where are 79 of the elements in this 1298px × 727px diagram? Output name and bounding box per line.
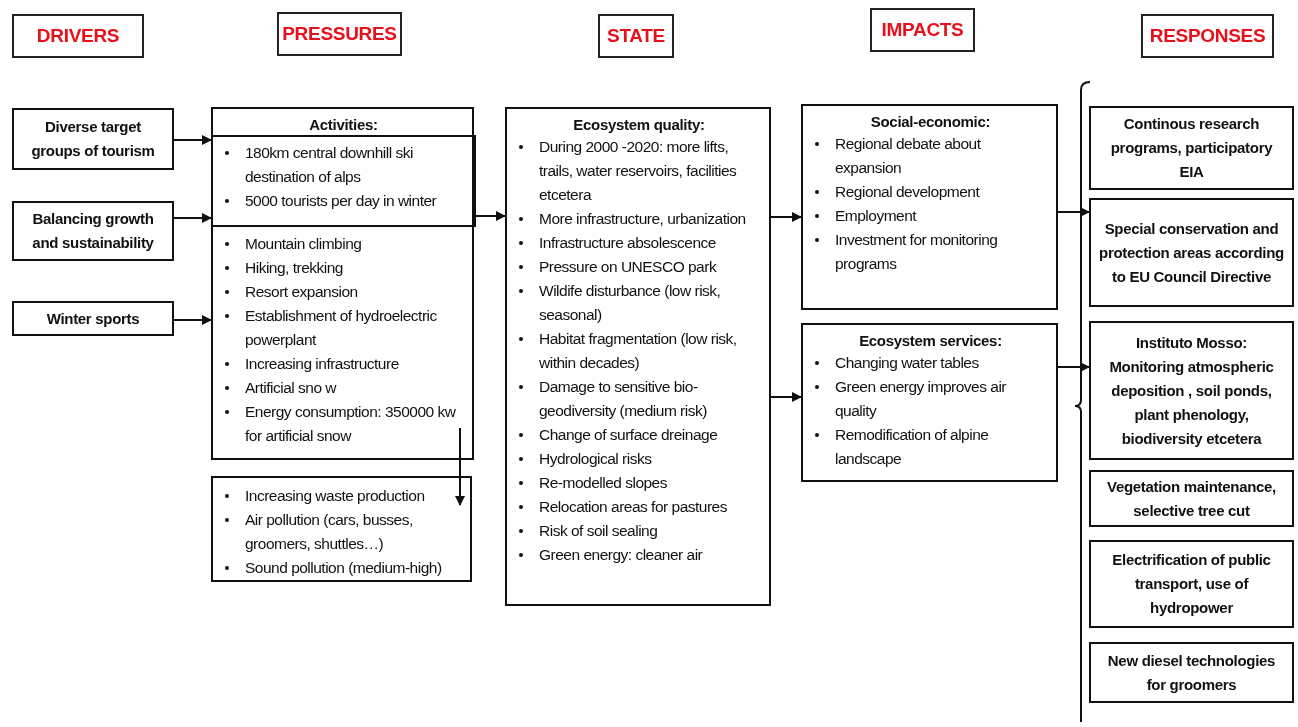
column-heading: STATE (607, 25, 665, 47)
arrow (173, 213, 212, 223)
heading-box (277, 12, 402, 56)
heading-box (870, 8, 975, 52)
bullet-text: Remodification of alpine landscape (835, 425, 990, 469)
bullet-text: Relocation areas for pastures (539, 497, 727, 517)
driver-box (12, 201, 174, 261)
bullet-text: Risk of soil sealing (539, 521, 658, 541)
bullet-text: Infrastructure absolescence (539, 233, 716, 253)
bullet-text: During 2000 -2020: more lifts, trails, water reservoirs, facilities etcetera (539, 137, 738, 205)
bullet-text: 180km central downhill ski destination of alps (245, 143, 414, 187)
bullet-text: Employment (835, 206, 917, 226)
bullet-text: Increasing waste production (245, 486, 425, 506)
box-label: Balancing growth and sustainability (31, 209, 155, 253)
box-label: Special conservation and protection areas according to EU Council Directive (1098, 218, 1285, 287)
heading-box (12, 14, 144, 58)
bullet-text: Air pollution (cars, busses, groomers, shuttles…) (245, 510, 414, 554)
bullet-text: Green energy: cleaner air (539, 545, 703, 565)
bullet-text: Green energy improves air quality (835, 377, 1008, 421)
bullet-text: Artificial sno w (245, 378, 337, 398)
arrow (173, 135, 212, 145)
column-heading: RESPONSES (1149, 25, 1266, 47)
bullet-text: Sound pollution (medium-high) (245, 558, 442, 578)
bullet-text: Resort expansion (245, 282, 358, 302)
list-box (505, 107, 771, 606)
bullet-text: Changing water tables (835, 353, 979, 373)
box-heading: Activities: (308, 115, 379, 135)
bullet-text: Energy consumption: 350000 kw for artificial snow (245, 402, 457, 446)
bullet-text: Hiking, trekking (245, 258, 343, 278)
list-box (211, 107, 474, 460)
bullet-text: Regional debate about expansion (835, 134, 982, 178)
bullet-text: Mountain climbing (245, 234, 362, 254)
box-label: Continous research programs, participatory EIA (1109, 114, 1274, 182)
arrow (455, 427, 465, 506)
list-box (801, 104, 1058, 310)
bullet-text: Change of surface dreinage (539, 425, 718, 445)
box-label: New diesel technologies for groomers (1106, 650, 1277, 695)
inner-box (211, 135, 476, 227)
bullet-text: Habitat fragmentation (low risk, within decades) (539, 329, 738, 373)
arrow (770, 392, 802, 402)
bullet-text: Pressure on UNESCO park (539, 257, 717, 277)
response-box (1089, 198, 1294, 307)
box-label: Electrification of public transport, use of hydropower (1111, 550, 1272, 618)
bullet-text: Increasing infrastructure (245, 354, 399, 374)
box-label: Diverse target groups of tourism (30, 117, 156, 161)
bullet-text: Establishment of hydroelectric powerplant (245, 306, 438, 350)
response-box (1089, 106, 1294, 190)
driver-box (12, 108, 174, 170)
response-box (1089, 470, 1294, 527)
bullet-text: Re-modelled slopes (539, 473, 667, 493)
bullet-text: Investment for monitoring programs (835, 230, 999, 274)
bullet-text: Regional development (835, 182, 980, 202)
arrow (770, 212, 802, 222)
box-heading: Ecosystem quality: (572, 115, 706, 135)
box-label: Vegetation maintenance, selective tree cut (1106, 476, 1277, 521)
response-box (1089, 321, 1294, 460)
arrow (1057, 207, 1090, 217)
bullet-text: Damage to sensitive bio-geodiversity (medium risk) (539, 377, 708, 421)
box-label: Instituto Mosso: Monitoring atmospheric deposition , soil ponds, plant phenology, biodiversity etcetera (1108, 332, 1275, 449)
bullet-text: Wildife disturbance (low risk, seasonal) (539, 281, 722, 325)
arrow (473, 211, 506, 221)
list-box (211, 476, 472, 582)
box-label: Winter sports (46, 308, 140, 329)
column-heading: PRESSURES (282, 23, 397, 45)
list-box (801, 323, 1058, 482)
bullet-text: Hydrological risks (539, 449, 652, 469)
heading-box (598, 14, 674, 58)
response-box (1089, 642, 1294, 703)
response-box (1089, 540, 1294, 628)
arrow (173, 315, 212, 325)
box-heading: Social-economic: (869, 112, 992, 132)
bullet-text: 5000 tourists per day in winter (245, 191, 437, 211)
heading-box (1141, 14, 1274, 58)
arrow (1057, 362, 1090, 372)
box-heading: Ecosystem services: (858, 331, 1003, 351)
column-heading: IMPACTS (881, 19, 964, 41)
column-heading: DRIVERS (36, 25, 120, 47)
driver-box (12, 301, 174, 336)
bullet-text: More infrastructure, urbanization (539, 209, 746, 229)
